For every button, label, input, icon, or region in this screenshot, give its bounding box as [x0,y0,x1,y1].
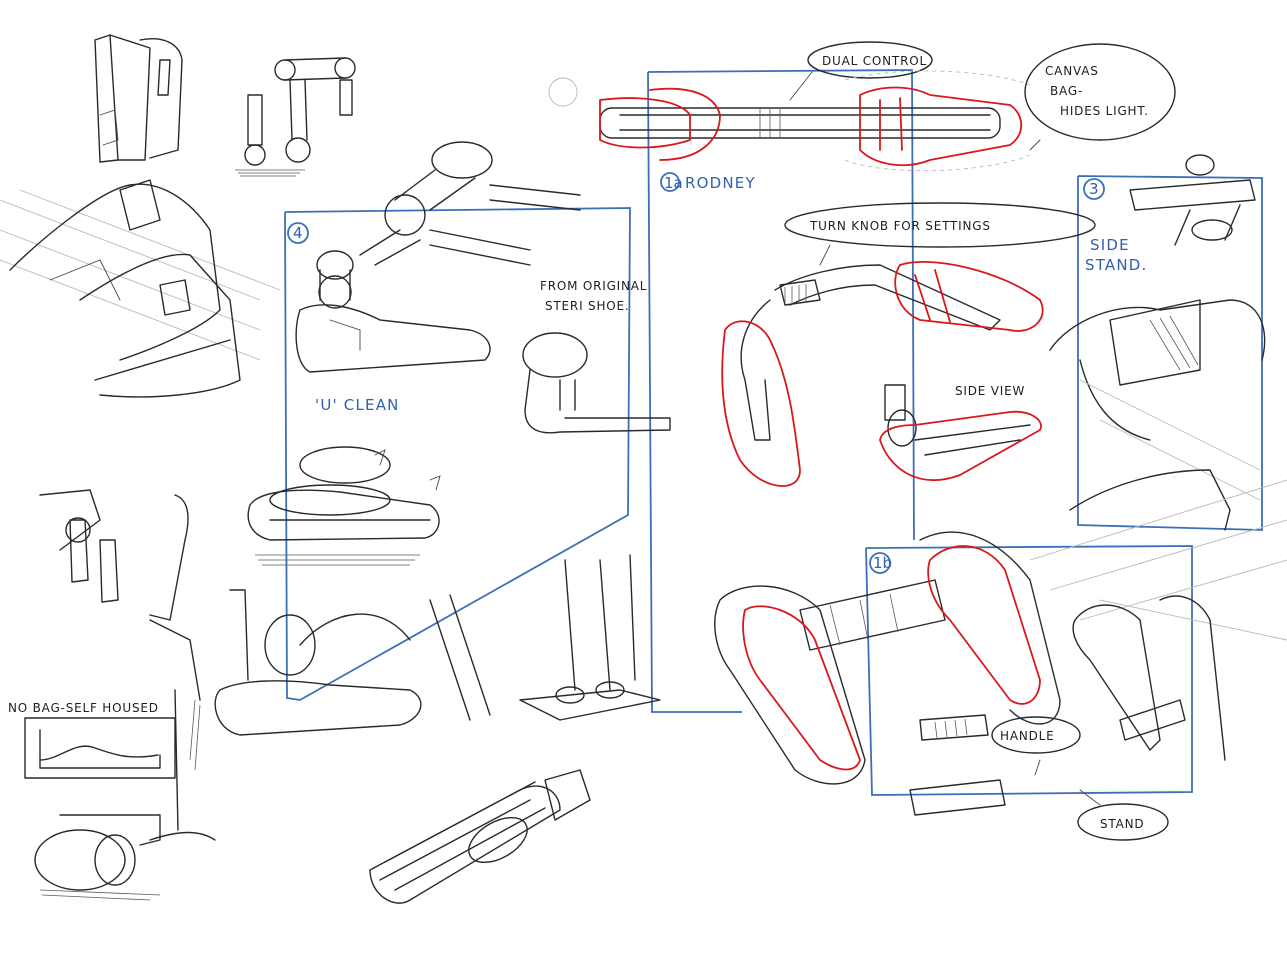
rodney-label: RODNEY [685,174,756,192]
dual-control-label: DUAL CONTROL [822,54,927,68]
panel-3-number: 3 [1089,180,1099,198]
panel-1b-number-circle [869,552,891,574]
handle-callout-sketch [909,714,1081,816]
arm-linkage-sketch [235,57,356,177]
canvas-bag-bubble [844,43,1176,172]
top-left-holster-sketch [94,34,183,163]
left-middle-mount-sketch [39,489,201,701]
no-bag-label: NO BAG-SELF HOUSED [8,701,159,715]
steri-shoe-label-line1: FROM ORIGINAL [540,279,647,293]
stand-right-sketch [1072,595,1226,841]
dual-control-bubble [789,41,933,101]
rodney-label-marker [660,172,680,192]
canvas-bag-label-line3: HIDES LIGHT. [1060,104,1149,118]
side-stand-label-line2: STAND. [1085,256,1148,274]
canvas-bag-label-line1: CANVAS [1045,64,1099,78]
side-stand-main-sketch [1049,299,1266,501]
left-shoe-perspective-sketch [0,179,281,398]
u-clean-bottom-sketch [189,589,491,771]
panel-4-number-circle [287,222,309,244]
stand-label: STAND [1100,817,1144,831]
panel-1a-frame [647,69,915,713]
panel-4-number: 4 [293,224,303,242]
panel-1b-handle-sketch [714,531,1061,785]
steri-shoe-label-line2: STERI SHOE. [545,299,630,313]
panel-3-number-circle [1083,178,1105,200]
rodney-number: 1a [664,174,683,192]
handle-label: HANDLE [1000,729,1055,743]
side-view-sketch [879,384,1042,481]
steri-shoe-sketch [522,332,671,434]
u-clean-label: 'U' CLEAN [315,396,400,414]
no-bag-self-housed-box [24,689,216,901]
turn-knob-bubble [784,202,1096,266]
canvas-bag-label-line2: BAG- [1050,84,1083,98]
rodney-dual-control-bar [599,86,1023,167]
bottom-cylinder-unit-sketch [369,554,661,904]
small-circle-mark [548,77,578,107]
turn-knob-label: TURN KNOB FOR SETTINGS [809,219,991,233]
panel-3-frame [1077,175,1263,531]
panel-1b-number: 1b [873,554,892,572]
side-view-label: SIDE VIEW [955,384,1025,398]
right-shelf-sketch [1029,469,1287,641]
side-stand-label-line1: SIDE [1090,236,1130,254]
u-clean-arm-sketch [295,141,581,373]
u-clean-stacked-sketch [247,446,441,566]
side-stand-top-sketch [1129,154,1256,246]
panel-1b-frame [865,545,1193,796]
bent-arm-settings-sketch [721,261,1044,487]
